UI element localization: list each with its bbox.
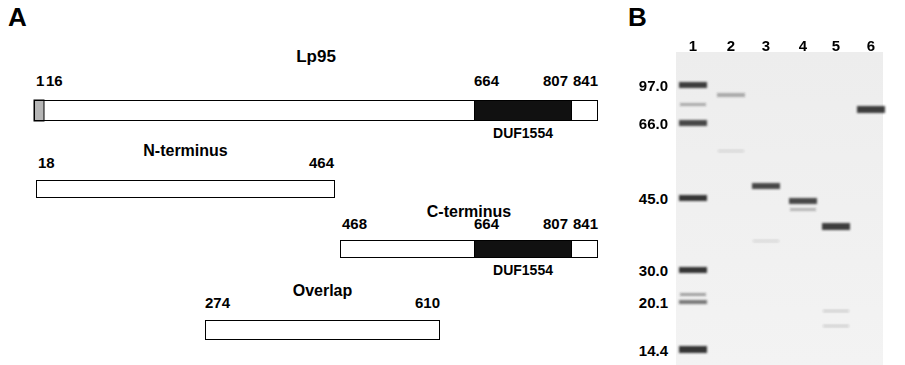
construct-name: Lp95 [296,48,336,65]
molecular-weight: 97.0 [639,78,668,93]
residue-number: 664 [474,216,499,231]
residue-number: 610 [415,295,440,310]
signal-peptide [34,100,44,121]
construct-bar: DUF1554C-terminus [340,240,598,258]
lane-number: 3 [762,38,770,53]
molecular-weight: 66.0 [639,116,668,131]
domain-label: DUF1554 [493,126,553,140]
construct-bar: N-terminus [36,180,335,198]
residue-number: 841 [573,73,598,88]
domain-label: DUF1554 [493,263,553,277]
residue-number: 274 [205,295,230,310]
molecular-weight: 20.1 [639,295,668,310]
protein-bar: DUF1554Lp95 [34,100,598,121]
domain-box: DUF1554 [474,100,572,121]
molecular-weight: 14.4 [639,343,668,358]
lane-number: 1 [689,38,697,53]
construct-name: N-terminus [143,143,227,159]
residue-number: 841 [573,216,598,231]
residue-number: 664 [474,73,499,88]
residue-number: 807 [543,216,568,231]
residue-number: 468 [342,216,367,231]
residue-number: 807 [543,73,568,88]
construct-bar: Overlap [205,320,440,340]
lane-number: 4 [799,38,807,53]
lane-number: 5 [832,38,840,53]
lane-number: 2 [727,38,735,53]
molecular-weight: 30.0 [639,263,668,278]
domain-box: DUF1554 [474,240,572,258]
residue-number: 16 [46,73,63,88]
panel-letter: A [8,4,27,30]
residue-number: 18 [38,155,55,170]
residue-number: 464 [309,155,334,170]
panel-letter: B [628,4,647,30]
molecular-weight: 45.0 [639,191,668,206]
sds-page-gel [676,52,885,365]
lane-number: 6 [867,38,875,53]
residue-number: 1 [36,73,44,88]
construct-name: Overlap [293,283,353,299]
